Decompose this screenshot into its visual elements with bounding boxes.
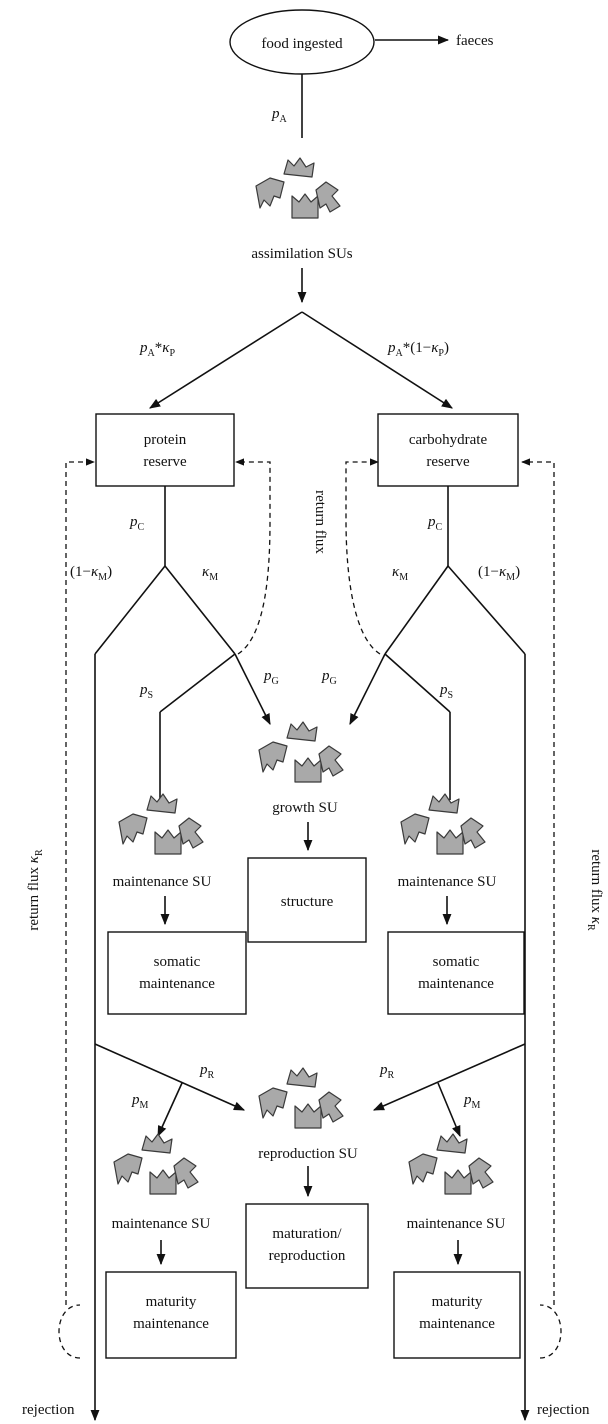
protein-reserve-label-2: reserve [143,454,187,470]
pA-1-kP-label: pA*(1−κP) [387,340,449,359]
maturity-right-label-1: maturity [432,1294,483,1310]
maint-su-low-right-label: maintenance SU [407,1216,506,1232]
pG-right-arrow [349,653,386,726]
pG-left-arrow [234,653,271,726]
pS-left-label: pS [139,682,153,701]
food-ingested-label: food ingested [261,36,343,52]
pG-right-label: pG [321,668,337,687]
return-flux-kR-left-label: return flux κR [26,849,45,931]
return-flux-left-dash [235,458,271,655]
right-outer-branch [447,565,526,655]
pR-right-label: pR [379,1062,395,1081]
reproduction-su-icon [258,1067,344,1129]
left-outer-branch [94,565,166,655]
assimilation-su-label: assimilation SUs [251,246,352,262]
pR-right-arrow [372,1043,526,1111]
maint-su-right-label: maintenance SU [398,874,497,890]
split-right-arrow [301,311,453,409]
maint-su-low-left-icon [113,1133,199,1195]
assimilation-su-icon [255,157,341,219]
rejection-right-label: rejection [537,1402,590,1418]
pM-left-label: pM [131,1092,149,1111]
rejection-left-label: rejection [22,1402,75,1418]
maturity-right-box [393,1271,521,1359]
somatic-right-label-1: somatic [433,954,480,970]
protein-reserve-box [95,413,235,487]
protein-reserve-label-1: protein [144,432,187,448]
pC-right-label: pC [427,514,443,533]
pM-right-label: pM [463,1092,481,1111]
return-flux-kR-right-label: return flux κR [585,849,604,931]
kM-left-label: κM [202,564,218,583]
kM-right-label: κM [392,564,408,583]
somatic-right-label-2: maintenance [418,976,494,992]
pR-left-arrow [94,1043,246,1111]
faeces-label: faeces [456,33,494,49]
pS-right-label: pS [439,682,453,701]
pS-right-line [384,653,451,713]
maturity-left-box [105,1271,237,1359]
maint-su-right-icon [400,793,486,855]
maturity-left-label-2: maintenance [133,1316,209,1332]
pG-left-label: pG [263,668,279,687]
pA-kP-label: pA*κP [139,340,175,359]
carbohydrate-reserve-label-2: reserve [426,454,470,470]
maint-su-left-label: maintenance SU [113,874,212,890]
return-flux-label: return flux [312,490,328,554]
structure-box [247,857,367,943]
split-left-arrow [149,311,303,409]
return-flux-kR-left-dash [58,462,94,1359]
maint-su-low-right-icon [408,1133,494,1195]
reproduction-su-label: reproduction SU [258,1146,358,1162]
structure-label: structure [281,894,334,910]
pA-label: pA [271,106,288,125]
maturation-label-2: reproduction [269,1248,346,1264]
maint-su-left-icon [118,793,204,855]
right-inner-branch [384,565,449,655]
somatic-left-label-1: somatic [154,954,201,970]
carbohydrate-reserve-box [377,413,519,487]
maturation-label-1: maturation/ [272,1226,342,1242]
pR-left-label: pR [199,1062,215,1081]
pC-left-label: pC [129,514,145,533]
pM-right-arrow [437,1082,461,1138]
maturation-box [245,1203,369,1289]
growth-su-label: growth SU [272,800,338,816]
left-inner-branch [164,565,236,655]
somatic-left-box [107,931,247,1015]
maint-su-low-left-label: maintenance SU [112,1216,211,1232]
one-minus-kM-left-label: (1−κM) [70,564,112,583]
maturity-left-label-1: maturity [146,1294,197,1310]
one-minus-kM-right-label: (1−κM) [478,564,520,583]
growth-su-icon [258,721,344,783]
somatic-left-label-2: maintenance [139,976,215,992]
somatic-right-box [387,931,525,1015]
return-flux-right-dash [345,458,381,655]
maturity-right-label-2: maintenance [419,1316,495,1332]
return-flux-kR-right-dash [522,462,562,1359]
carbohydrate-reserve-label-1: carbohydrate [409,432,488,448]
pM-left-arrow [157,1082,183,1138]
pS-left-line [159,653,236,713]
